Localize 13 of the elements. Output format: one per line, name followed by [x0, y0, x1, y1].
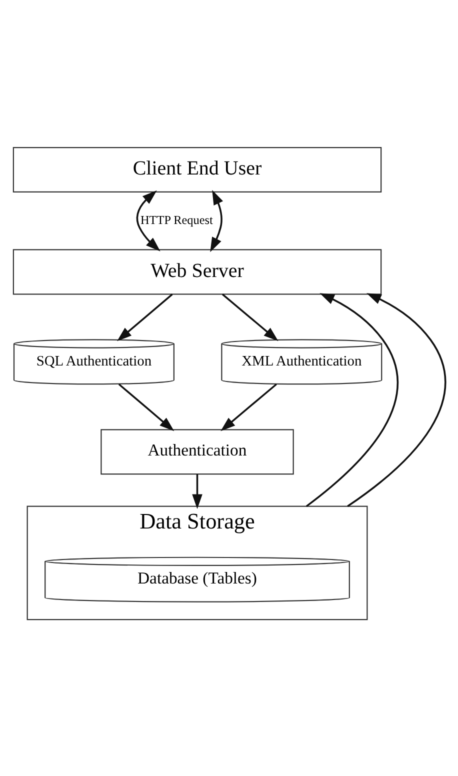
arrow	[210, 190, 223, 252]
arrow	[118, 384, 174, 432]
arrow	[116, 294, 172, 342]
edge-label: HTTP Request	[140, 212, 212, 227]
node-box: Web Server	[12, 249, 382, 295]
arrow	[346, 293, 446, 508]
arrow	[192, 474, 202, 509]
arrow	[136, 190, 160, 252]
arrow	[305, 293, 398, 507]
arrow	[221, 294, 278, 342]
node-box: Authentication	[100, 429, 294, 475]
arrow	[220, 384, 276, 432]
node-box: Client End User	[12, 146, 382, 193]
